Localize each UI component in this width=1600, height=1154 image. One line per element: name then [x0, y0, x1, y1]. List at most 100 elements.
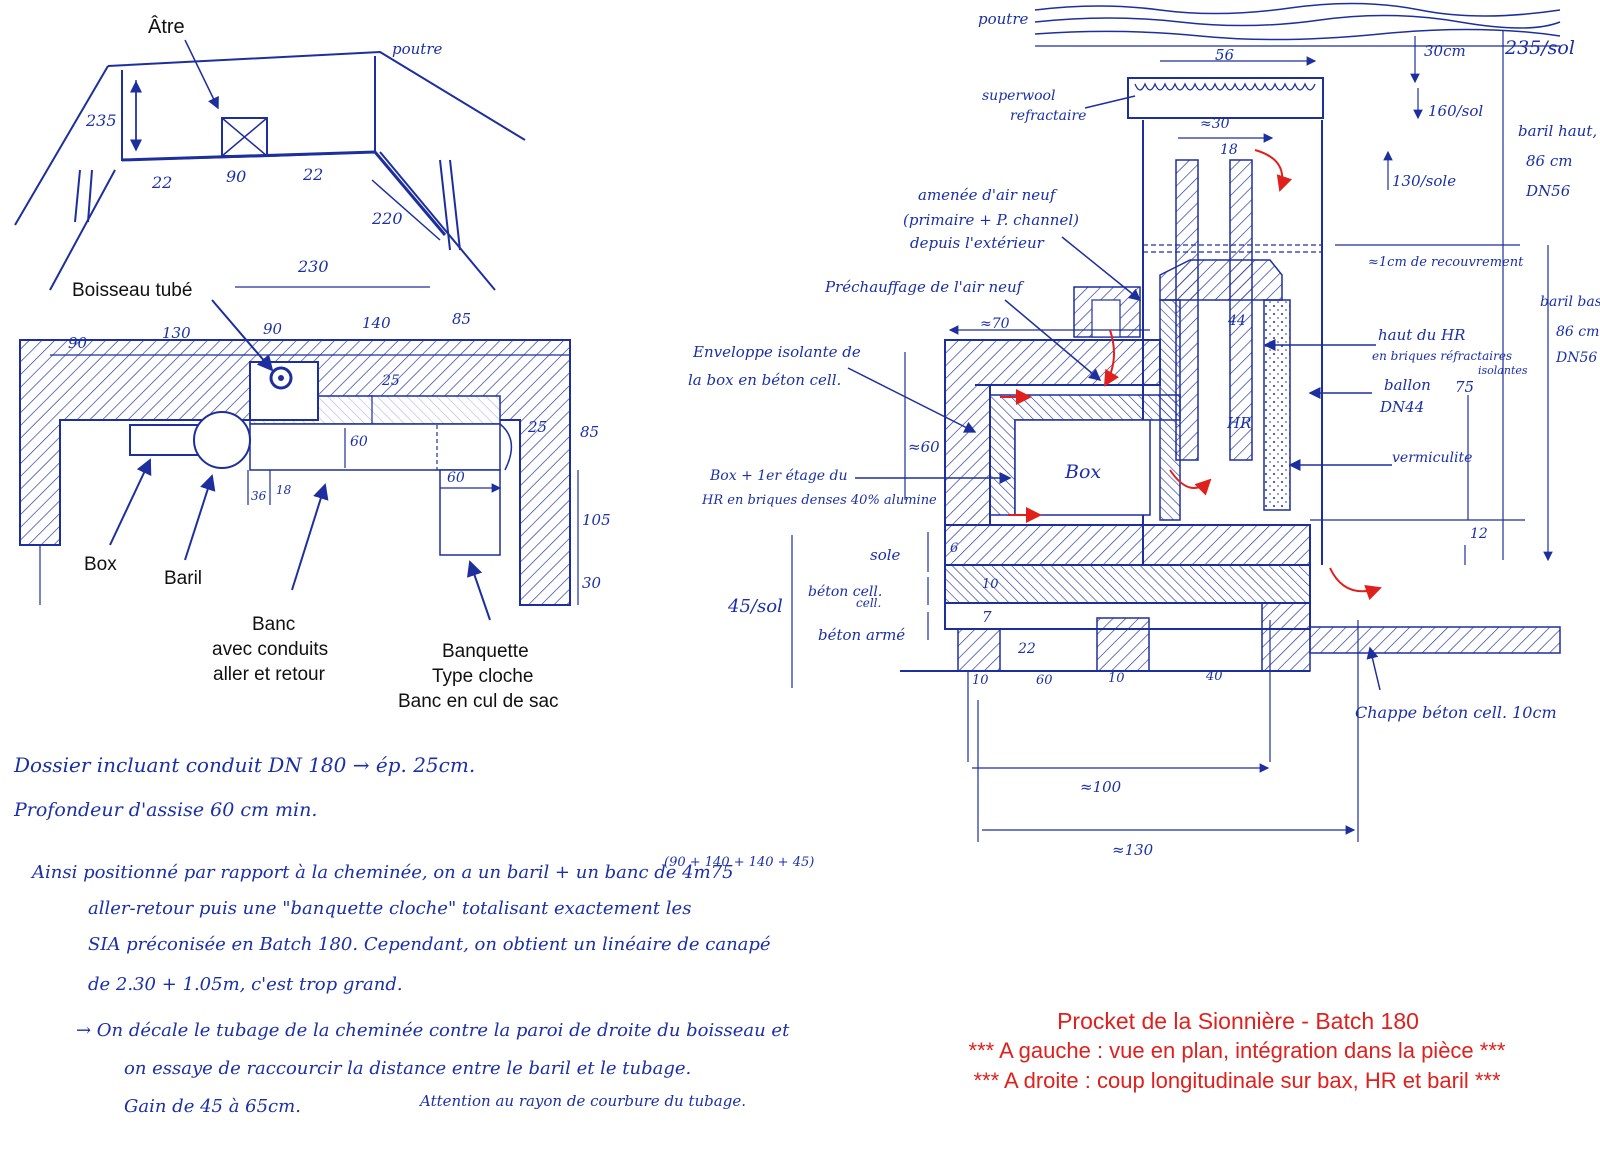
dim-56: 56	[1215, 46, 1235, 64]
banquette-label-2: Type cloche	[432, 666, 533, 687]
dim-30-top: ≈30	[1200, 116, 1230, 132]
note-1: Dossier incluant conduit DN 180 → ép. 25…	[13, 753, 475, 777]
beton-cell-label-1: béton cell.	[808, 584, 882, 600]
dim-25a: 25	[381, 373, 400, 389]
dim-60-section: ≈60	[908, 438, 940, 456]
baril-haut-1: baril haut,	[1518, 122, 1597, 140]
dim-6: 6	[950, 541, 958, 556]
dim-top-85: 85	[452, 310, 471, 328]
note-10: Gain de 45 à 65cm.	[124, 1096, 301, 1117]
dim-top-90: 90	[68, 334, 88, 352]
note-8: → On décale le tubage de la cheminée con…	[76, 1020, 790, 1041]
dim-130: ≈130	[1112, 841, 1154, 859]
superwool-label-1: superwool	[982, 88, 1055, 104]
chape-label: Chappe béton cell. 10cm	[1355, 703, 1557, 722]
note-6: SIA préconisée en Batch 180. Cependant, …	[88, 934, 771, 955]
baril-haut-3: DN56	[1525, 182, 1571, 200]
boisseau-box	[249, 361, 319, 421]
banquette-label-1: Banquette	[442, 641, 529, 662]
sole-slab	[944, 524, 1311, 566]
caption-line-left: *** A gauche : vue en plan, intégration …	[969, 1038, 1506, 1063]
note-7: de 2.30 + 1.05m, c'est trop grand.	[88, 974, 403, 995]
dim-30cm: 30cm	[1424, 42, 1466, 60]
atre-label: Âtre	[148, 15, 185, 38]
dim-235-sol: 235/sol	[1504, 37, 1575, 59]
baril-haut-2: 86 cm	[1526, 152, 1572, 170]
support-mid	[1096, 617, 1150, 672]
room-plan: Âtre poutre 235 22 90 22 220	[14, 15, 526, 291]
dim-75: 75	[1455, 378, 1474, 396]
poutre-label: poutre	[392, 40, 442, 58]
baril-lid	[1127, 77, 1324, 119]
dim-top-90b: 90	[263, 320, 283, 338]
haut-hr-3: isolantes	[1478, 364, 1528, 377]
baril-bas-2: 86 cm	[1556, 324, 1599, 340]
prechauffage-label: Préchauffage de l'air neuf	[824, 278, 1025, 296]
dim-130-sole: 130/sole	[1392, 172, 1456, 190]
dim-90: 90	[226, 167, 246, 186]
note-9: on essaye de raccourcir la distance entr…	[124, 1058, 691, 1079]
caption-title: Procket de la Sionnière - Batch 180	[1057, 1008, 1419, 1034]
dim-25b: 25	[527, 418, 547, 436]
dim-44: 44	[1227, 313, 1246, 329]
dim-bottom-40: 40	[1205, 669, 1223, 684]
hr-label: HR	[1226, 414, 1251, 432]
recouvrement-label: ≈1cm de recouvrement	[1368, 255, 1524, 270]
baril-circle	[193, 411, 251, 469]
dim-235: 235	[85, 111, 117, 130]
dim-105: 105	[582, 511, 611, 529]
baril-label: Baril	[164, 568, 202, 589]
dim-220: 220	[371, 209, 403, 228]
dim-top-140: 140	[362, 314, 391, 332]
note-4: (90 + 140 + 140 + 45)	[664, 855, 814, 870]
chape-slab	[1309, 626, 1561, 654]
box-section-label: Box	[1064, 461, 1101, 483]
note-2: Profondeur d'assise 60 cm min.	[13, 799, 317, 821]
boisseau-label: Boisseau tubé	[72, 280, 192, 301]
vermiculite-fill	[1263, 299, 1291, 511]
section-poutre: poutre	[978, 10, 1028, 28]
dim-160-sol: 160/sol	[1428, 102, 1483, 120]
dim-22-right: 22	[302, 165, 323, 184]
dim-bottom-10b: 10	[1108, 671, 1125, 686]
vermiculite-label: vermiculite	[1392, 450, 1472, 466]
beton-cell-slab	[944, 564, 1311, 604]
enveloppe-1: Enveloppe isolante de	[692, 343, 861, 361]
dim-18: 18	[276, 483, 292, 497]
dim-60b: 60	[447, 470, 465, 486]
dim-100: ≈100	[1080, 778, 1122, 796]
caption-line-right: *** A droite : coup longitudinale sur ba…	[973, 1068, 1501, 1093]
amenee-2: (primaire + P. channel)	[903, 211, 1079, 229]
conduit-retour	[249, 423, 501, 471]
haut-hr-1: haut du HR	[1378, 326, 1465, 344]
caption: Procket de la Sionnière - Batch 180 *** …	[969, 1008, 1506, 1093]
banquette-cloche-box	[439, 469, 501, 556]
box-etage-1: Box + 1er étage du	[709, 468, 848, 484]
dim-top-130: 130	[162, 324, 191, 342]
note-5: aller-retour puis une "banquette cloche"…	[88, 898, 691, 919]
notes: Dossier incluant conduit DN 180 → ép. 25…	[13, 753, 814, 1117]
dim-30: 30	[582, 574, 602, 592]
ballon-2: DN44	[1379, 398, 1424, 416]
dim-12: 12	[1470, 526, 1488, 542]
baril-bas-1: baril bas	[1540, 294, 1600, 310]
note-11: Attention au rayon de courbure du tubage…	[418, 1092, 746, 1110]
support-right	[1261, 602, 1311, 672]
banc-label-3: aller et retour	[213, 664, 326, 685]
dim-18-section: 18	[1220, 142, 1238, 158]
hr-right-wall	[1229, 159, 1253, 461]
support-left	[957, 628, 1001, 672]
tubage-circle	[269, 366, 293, 390]
haut-hr-2: en briques réfractaires	[1372, 349, 1512, 363]
bench-plan: Boisseau tubé 230 90 130 90 140 85 25 25…	[19, 257, 611, 712]
dim-7: 7	[982, 608, 992, 626]
dim-bottom-60: 60	[1036, 673, 1053, 688]
dim-22-left: 22	[151, 173, 172, 192]
dim-45-sol: 45/sol	[727, 596, 783, 617]
ballon-1: ballon	[1384, 376, 1431, 394]
banquette-label-3: Banc en cul de sac	[398, 691, 559, 712]
enveloppe-2: la box en béton cell.	[688, 371, 841, 389]
sole-label: sole	[870, 546, 901, 564]
dim-36: 36	[251, 489, 267, 503]
